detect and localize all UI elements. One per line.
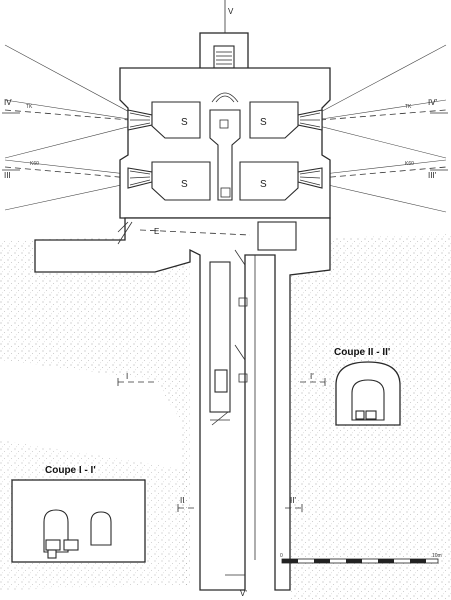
room-s-label-3: S (181, 179, 188, 190)
section-iv-right-label: IV' (428, 98, 438, 107)
room-s-label-1: S (181, 117, 188, 128)
coupe-1-title: Coupe I - I' (45, 465, 96, 476)
section-i-right-label: I' (310, 372, 314, 381)
scale-bar (281, 558, 439, 564)
entrance-tower (199, 0, 249, 70)
scale-end-label: 10m (432, 553, 442, 559)
section-ii-right-label: II' (290, 496, 296, 505)
blockhouse (119, 67, 331, 219)
coupe-2-title: Coupe II - II' (334, 347, 390, 358)
bottom-arrow-label: V' (240, 589, 247, 598)
section-i-left-label: I (126, 372, 128, 381)
room-s-label-4: S (260, 179, 267, 190)
section-ii-left-label: II (180, 496, 184, 505)
corridor-mark-label: E (154, 227, 159, 236)
section-iv-left-label: IV (4, 98, 12, 107)
section-iii-left-label: III (4, 171, 11, 180)
coupe-1-drawing (11, 479, 146, 563)
fire-rays (4, 44, 447, 213)
rear-galleries (34, 217, 331, 591)
scale-start-label: 0 (280, 553, 283, 559)
tk-left-label: TK (26, 104, 33, 110)
tk-right-label: TK (405, 104, 412, 110)
room-s-label-2: S (260, 117, 267, 128)
section-marks (2, 112, 448, 512)
section-iii-right-label: III' (428, 171, 437, 180)
k60-left-label: K60 (30, 161, 39, 167)
k60-right-label: K60 (405, 161, 414, 167)
top-arrow-label: V (228, 7, 234, 16)
coupe-2-drawing (335, 361, 401, 426)
